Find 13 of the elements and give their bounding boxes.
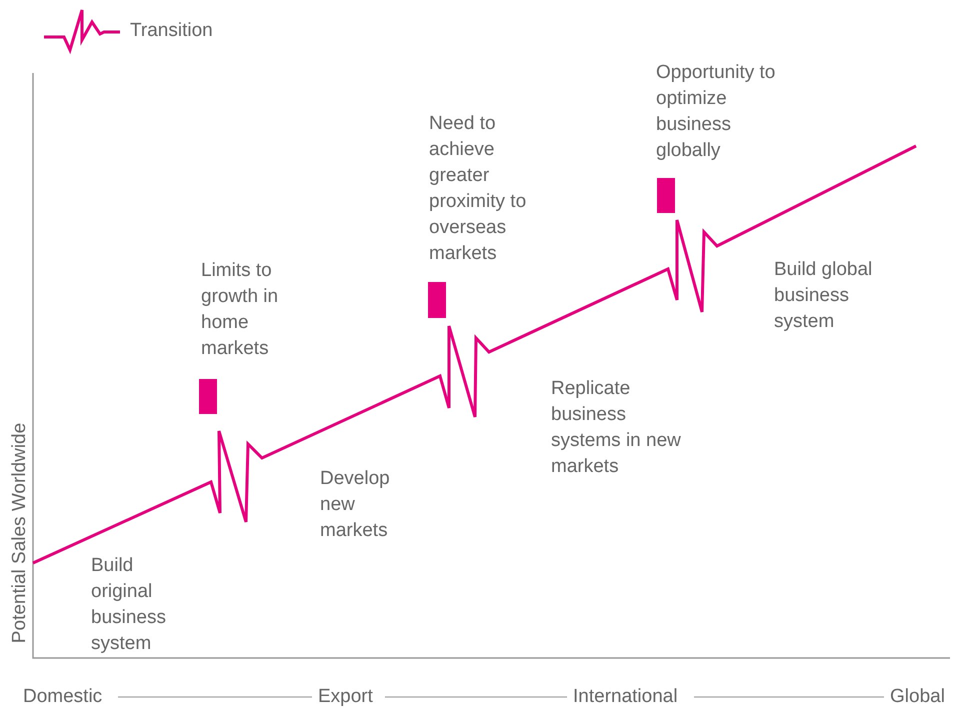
stage-label: International <box>573 685 678 709</box>
stage-label: Global <box>890 685 945 709</box>
legend-label: Transition <box>130 19 213 43</box>
phase-label: Develop new markets <box>320 467 391 543</box>
phase-label: Build original business system <box>91 554 167 656</box>
phase-label: Build global business system <box>774 258 874 334</box>
transition-note: Opportunity to optimize business globally <box>656 61 776 163</box>
stage-label: Export <box>318 685 373 709</box>
phase-label: Replicate business systems in new markets <box>551 377 682 479</box>
stage-label: Domestic <box>23 685 102 709</box>
transition-note: Limits to growth in home markets <box>201 259 280 361</box>
transition-note: Need to achieve greater proximity to overseas markets <box>429 112 528 266</box>
axis-title: Potential Sales Worldwide <box>8 422 31 644</box>
